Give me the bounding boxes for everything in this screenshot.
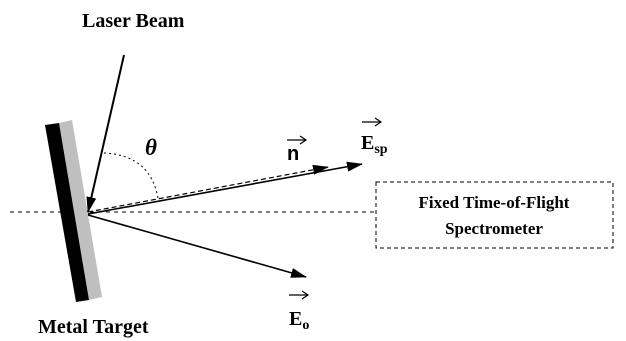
normal-label-group: n: [287, 135, 308, 165]
normal-label: n: [287, 143, 299, 165]
spectrometer-box: [375, 181, 614, 249]
vector-overarrow-head-icon: [301, 290, 310, 300]
laser-beam-arrow: [86, 54, 125, 213]
vector-overarrow-head-icon: [299, 135, 308, 145]
laser-beam-label: Laser Beam: [82, 10, 185, 32]
metal-target-backing: [59, 120, 102, 300]
spectrometer-label-line2: Spectrometer: [445, 219, 543, 238]
e-sp-label-group: Esp: [361, 117, 388, 157]
e-o-vector-arrow: [87, 214, 307, 278]
vector-overarrow-head-icon: [374, 117, 383, 127]
e-o-main: E: [289, 308, 302, 330]
e-sp-main: E: [361, 132, 374, 154]
e-sp-vector-arrow: [87, 161, 363, 215]
e-o-subscript: o: [302, 318, 309, 333]
e-o-label: Eo: [289, 308, 309, 333]
e-o-label-group: Eo: [289, 290, 310, 333]
theta-label: θ: [145, 135, 157, 160]
metal-target-face: [45, 123, 89, 302]
metal-target-label: Metal Target: [38, 316, 149, 338]
e-sp-subscript: sp: [374, 142, 387, 157]
e-sp-label: Esp: [361, 132, 388, 157]
normal-vector-arrow: [87, 164, 329, 213]
spectrometer-label-line1: Fixed Time-of-Flight: [419, 193, 570, 212]
